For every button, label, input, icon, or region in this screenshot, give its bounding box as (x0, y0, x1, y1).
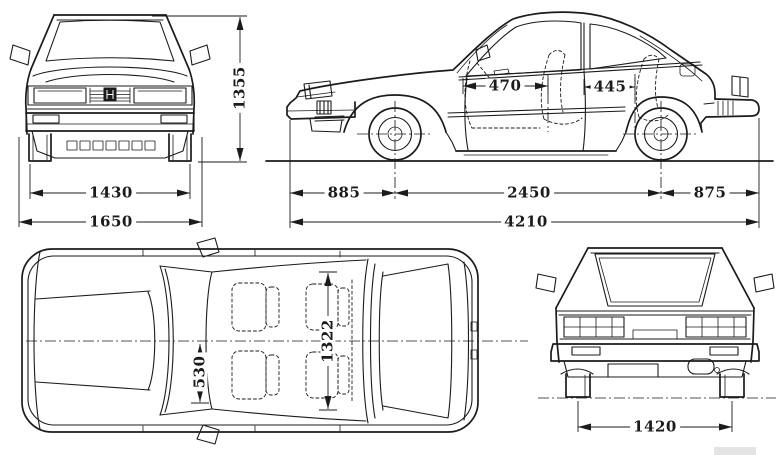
dim-label-seat-width: 530 (191, 352, 209, 392)
front-bumper (25, 112, 195, 132)
front-view-drawing (9, 14, 211, 162)
dim-label-front-seat: 470 (485, 78, 525, 94)
wheel-centerlines (357, 101, 699, 199)
front-headlights (33, 87, 187, 104)
tailpipe (714, 367, 720, 373)
windshield-base (159, 265, 174, 416)
dim-label-overall-height: 1355 (231, 63, 249, 113)
seat-dashed (231, 282, 267, 332)
front-valance (31, 130, 189, 159)
muffler (687, 358, 715, 375)
dim-label-front-overhang: 885 (324, 185, 364, 201)
front-valance-slots (66, 140, 156, 151)
roof-side-rails (211, 259, 367, 422)
front-windshield (45, 19, 175, 62)
front-mirrors (9, 44, 211, 66)
door-window (465, 20, 582, 77)
rear-tires (565, 373, 745, 398)
dim-label-rear-overhang: 875 (690, 185, 730, 201)
steering-column-dashed (476, 62, 498, 88)
rear-valance (563, 360, 747, 378)
rear-window (594, 253, 716, 307)
side-taillight (731, 75, 749, 98)
front-tires (28, 133, 192, 162)
front-a-pillars (30, 14, 190, 70)
honda-h-icon (106, 90, 114, 99)
rear-mirrors (535, 273, 775, 293)
rear-seat-dashed (635, 54, 670, 122)
rear-body-sides (555, 307, 755, 363)
front-wheel-arch (343, 94, 447, 133)
scan-artifact (714, 447, 756, 455)
license-plate (607, 363, 659, 378)
hood-creases (35, 290, 151, 391)
dim-label-rear-seat: 445 (590, 79, 630, 95)
dim-label-interior-width: 1322 (319, 316, 337, 366)
dim-label-overall-width: 1650 (86, 214, 136, 230)
top-body-outline (21, 248, 479, 433)
quarter-window (589, 23, 667, 70)
rear-taillights (563, 316, 747, 338)
fuel-door (679, 63, 696, 77)
side-rear-bumper (700, 98, 760, 124)
front-body-sides (24, 68, 196, 135)
side-view-drawing (265, 11, 774, 199)
air-dam (309, 118, 343, 133)
roof-front-edge (205, 271, 213, 410)
rear-wheel-arch (625, 96, 703, 133)
bumper-guard (316, 100, 332, 115)
side-body-outline (289, 11, 716, 104)
side-mirror (475, 44, 491, 62)
side-headlight (303, 80, 333, 100)
rear-signals (571, 346, 739, 356)
front-turn-signals (32, 114, 188, 124)
dim-label-rear-track: 1420 (630, 419, 680, 435)
dim-label-wheelbase: 2450 (504, 185, 554, 201)
dim-label-overall-length: 4210 (501, 214, 551, 230)
front-hood-creases (32, 66, 188, 83)
top-mirrors (196, 237, 220, 445)
top-view-drawing (21, 237, 528, 445)
rear-bumper (550, 343, 760, 362)
door-seams (464, 70, 586, 152)
c-pillars (555, 247, 755, 309)
side-molding (314, 102, 715, 122)
door-handle (493, 68, 510, 76)
dim-label-front-track: 1430 (86, 185, 136, 201)
seat-dashed (231, 350, 267, 400)
rear-view-drawing (535, 247, 776, 399)
